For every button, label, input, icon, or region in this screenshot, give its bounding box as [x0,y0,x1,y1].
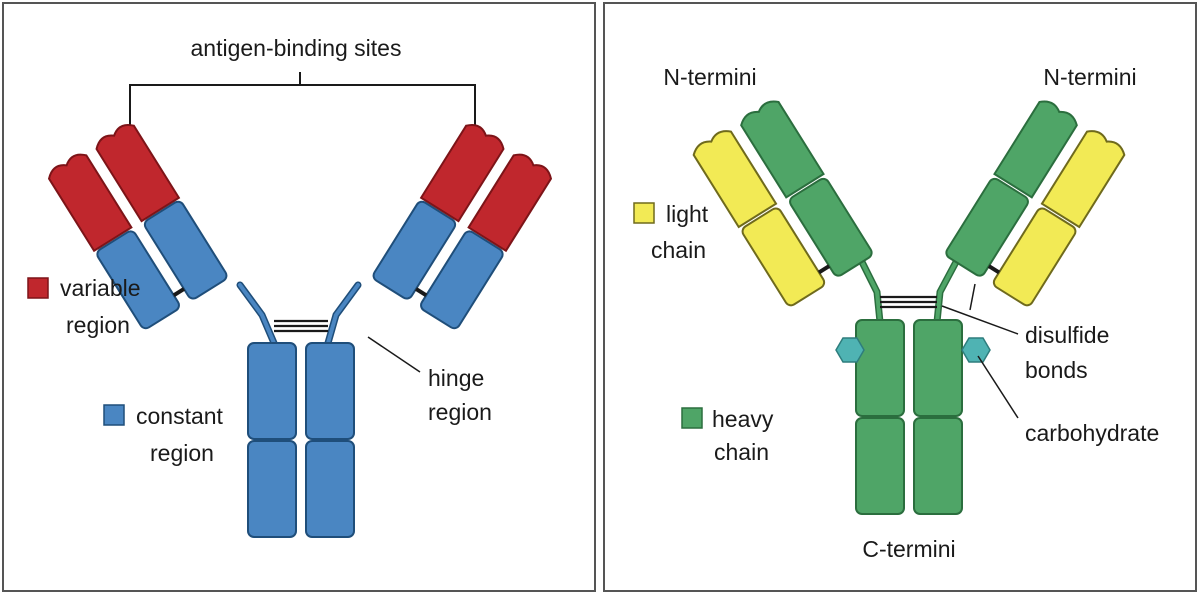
left-panel-frame [2,2,596,592]
n-termini-left-label: N-termini [663,64,756,90]
light-chain-label-line1: light [666,201,709,227]
light-chain-label-line2: chain [651,237,706,263]
hinge-pointer [367,336,421,373]
disulfide-label-line2: bonds [1025,357,1088,383]
carbohydrate-label: carbohydrate [1025,420,1159,446]
hinge-label-line2: region [428,399,492,425]
constant-region-swatch [103,404,125,426]
antigen-bracket [129,72,476,130]
pointer-lines [941,283,1019,419]
constant-region-label-line2: region [150,440,214,466]
c-termini-label: C-termini [862,536,955,562]
heavy-chain-label-line1: heavy [712,406,774,432]
right-arm-right-panel [945,100,1126,307]
left-panel: antigen-binding sites [27,35,553,538]
right-arm-left-panel [372,124,553,330]
variable-region-swatch [27,277,49,299]
carbohydrate-right [961,337,991,363]
hinge-label-line1: hinge [428,365,484,391]
right-panel: N-termini N-termini [633,64,1159,562]
heavy-chain-swatch [681,407,703,429]
disulfide-label-line1: disulfide [1025,322,1109,348]
left-arm-right-panel [692,100,873,307]
left-disulfide-bonds [274,319,328,333]
right-stem [855,319,963,515]
constant-region-label-line1: constant [136,403,224,429]
variable-region-label-line1: variable [60,275,141,301]
light-chain-swatch [633,202,655,224]
carbohydrate-left [835,337,865,363]
right-panel-frame [603,2,1197,592]
left-stem [247,342,355,538]
right-disulfide-bonds [880,295,937,309]
variable-region-label-line2: region [66,312,130,338]
n-termini-right-label: N-termini [1043,64,1136,90]
heavy-chain-label-line2: chain [714,439,769,465]
antigen-binding-sites-label: antigen-binding sites [191,35,402,61]
left-hinge-connectors [236,281,362,347]
left-arm-left-panel [47,124,228,330]
